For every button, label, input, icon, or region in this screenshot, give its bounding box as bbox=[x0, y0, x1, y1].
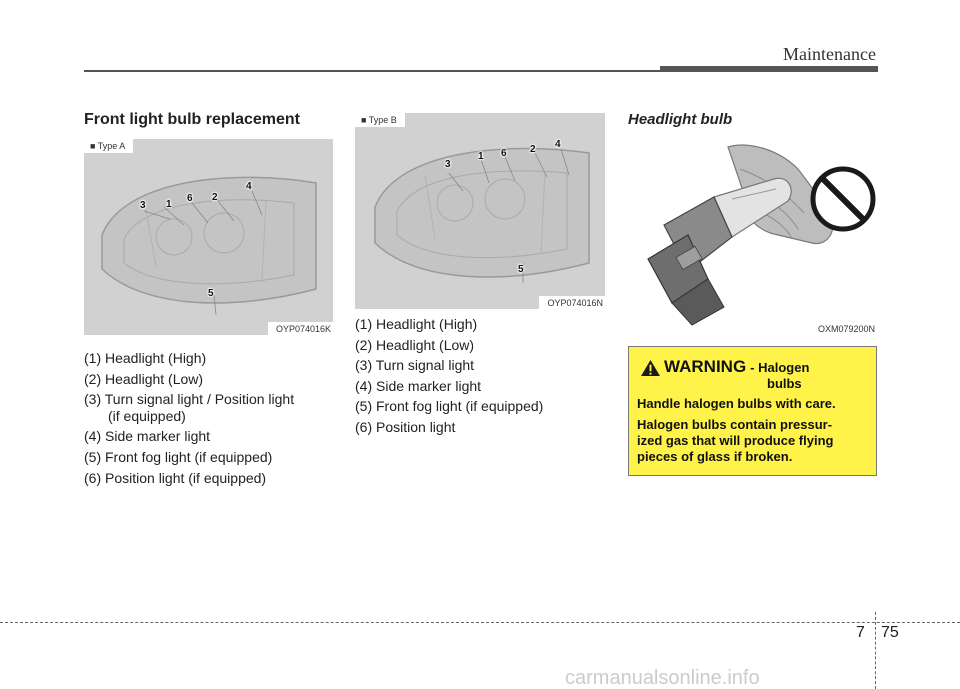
list-item: (2) Headlight (Low) bbox=[355, 336, 475, 353]
callout-3: 3 bbox=[140, 200, 146, 211]
list-item: (6) Position light bbox=[355, 418, 456, 435]
callout-2: 2 bbox=[212, 192, 218, 203]
section-header: Maintenance bbox=[783, 44, 876, 64]
warning-box: WARNING - Halogen bulbs Handle halogen b… bbox=[628, 346, 877, 476]
warning-subtitle-cont: bulbs bbox=[767, 376, 802, 391]
warning-text-line: ized gas that will produce flying bbox=[637, 433, 834, 448]
warning-text-2: Halogen bulbs contain pressur- ized gas … bbox=[637, 417, 868, 465]
callout-6: 6 bbox=[501, 148, 507, 159]
figure-type-label: ■ Type B bbox=[355, 113, 405, 127]
list-item: (3) Turn signal light bbox=[355, 357, 475, 374]
header-rule-thick bbox=[660, 66, 878, 72]
header-rule bbox=[84, 70, 660, 72]
bulb-list-type-b: (1) Headlight (High) (2) Headlight (Low)… bbox=[355, 314, 543, 438]
page-divider bbox=[875, 612, 876, 689]
warning-header: WARNING - Halogen bbox=[637, 357, 868, 377]
halogen-bulb-illustration bbox=[647, 144, 876, 326]
warning-text-line: pieces of glass if broken. bbox=[637, 449, 793, 464]
warning-label: WARNING bbox=[664, 357, 747, 376]
callout-5: 5 bbox=[518, 264, 524, 275]
figure-code: OYP074016K bbox=[267, 322, 333, 335]
warning-triangle-icon bbox=[641, 359, 660, 377]
callout-4: 4 bbox=[246, 181, 252, 192]
list-item: (1) Headlight (High) bbox=[84, 350, 207, 366]
list-item: (5) Front fog light (if equipped) bbox=[84, 448, 273, 465]
callout-3: 3 bbox=[445, 159, 451, 170]
figure-type-label: ■ Type A bbox=[84, 139, 134, 153]
figure-code: OXM079200N bbox=[809, 322, 877, 335]
callout-4: 4 bbox=[555, 139, 561, 150]
subsection-title: Headlight bulb bbox=[628, 111, 733, 128]
list-item: (1) Headlight (High) bbox=[355, 316, 478, 332]
chapter-number: 7 bbox=[856, 624, 865, 641]
section-title: Front light bulb replacement bbox=[84, 111, 301, 128]
figure-halogen-bulb: OXM079200N bbox=[628, 139, 877, 335]
list-item: (4) Side marker light bbox=[84, 428, 211, 445]
figure-type-a: ■ Type A 3 1 6 2 4 5 OYP074016K bbox=[84, 139, 333, 335]
warning-subtitle: - Halogen bbox=[750, 360, 810, 375]
list-item-continuation: (if equipped) bbox=[108, 407, 186, 424]
callout-2: 2 bbox=[530, 144, 536, 155]
warning-text-line: Halogen bulbs contain pressur- bbox=[637, 417, 833, 432]
list-item: (2) Headlight (Low) bbox=[84, 370, 204, 387]
headlamp-illustration-a bbox=[101, 176, 317, 316]
figure-code: OYP074016N bbox=[539, 296, 605, 309]
callout-1: 1 bbox=[166, 199, 172, 210]
callout-1: 1 bbox=[478, 151, 484, 162]
footer-rule bbox=[0, 622, 960, 623]
list-item: (3) Turn signal light / Position light bbox=[84, 391, 295, 408]
headlamp-illustration-b bbox=[374, 147, 590, 283]
watermark: carmanualsonline.info bbox=[565, 667, 760, 689]
list-item: (5) Front fog light (if equipped) bbox=[355, 398, 544, 415]
page-number: 75 bbox=[881, 624, 899, 641]
bulb-list-type-a: (1) Headlight (High) (2) Headlight (Low)… bbox=[84, 348, 294, 488]
callout-6: 6 bbox=[187, 193, 193, 204]
list-item: (4) Side marker light bbox=[355, 377, 482, 394]
list-item: (6) Position light (if equipped) bbox=[84, 469, 267, 486]
warning-text-1: Handle halogen bulbs with care. bbox=[637, 396, 836, 411]
figure-type-b: ■ Type B 3 1 6 2 4 5 OYP074016N bbox=[355, 113, 605, 309]
callout-5: 5 bbox=[208, 288, 214, 299]
